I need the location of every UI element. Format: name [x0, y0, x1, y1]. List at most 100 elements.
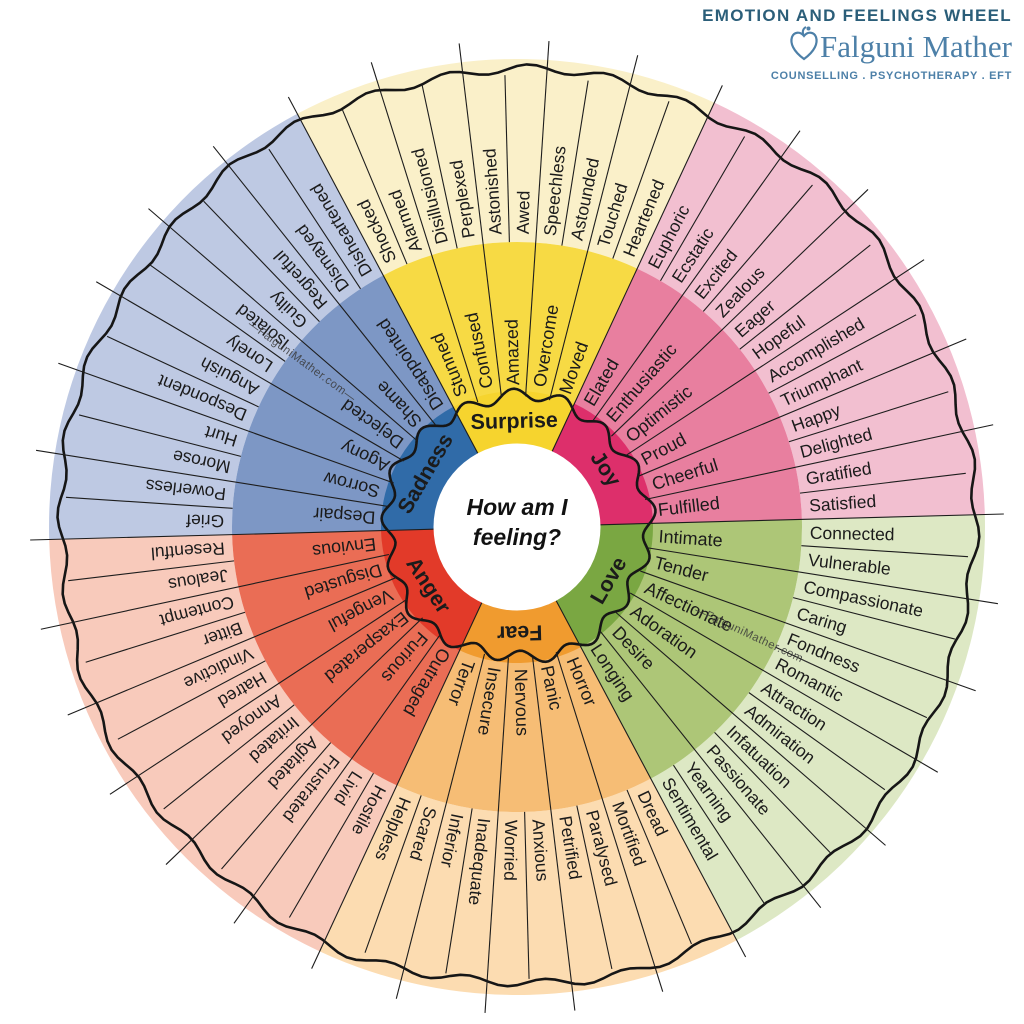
sector-surprise-outer — [297, 59, 715, 276]
divider-line — [714, 732, 831, 854]
sector-sadness-outer — [48, 113, 384, 540]
page-title: EMOTION AND FEELINGS WHEEL — [702, 6, 1012, 25]
divider-line — [364, 795, 422, 953]
divider-line — [233, 633, 442, 924]
divider-line — [629, 592, 939, 773]
divider-line — [40, 553, 390, 630]
divider-line — [163, 704, 295, 810]
divider-line — [637, 338, 967, 477]
divider-line — [212, 145, 436, 425]
divider-line — [484, 657, 509, 1013]
divider-line — [203, 200, 320, 322]
sector-fear-core — [459, 598, 581, 663]
sector-sadness-core — [381, 406, 479, 531]
divider-line — [555, 651, 664, 992]
divider-line — [612, 101, 670, 259]
divider-line — [551, 85, 723, 452]
brand-logo-heart-icon — [789, 24, 819, 69]
sector-joy-outer — [637, 102, 985, 520]
divider-line — [548, 55, 639, 401]
label-feeling-intimate: Intimate — [658, 526, 723, 550]
label-subfeeling-worried: Worried — [500, 820, 521, 881]
divider-line — [532, 657, 576, 1011]
divider-line — [165, 617, 423, 865]
divider-line — [78, 414, 242, 457]
label-subfeeling-grief: Grief — [186, 511, 224, 532]
outer-rim-wavy-line — [56, 63, 981, 988]
label-subfeeling-satisfied: Satisfied — [808, 491, 876, 516]
divider-line — [739, 244, 871, 350]
divider-line — [504, 75, 510, 243]
center-question-line2: feeling? — [473, 524, 561, 550]
divider-line — [748, 692, 886, 791]
divider-line — [268, 148, 362, 290]
divider-line — [311, 602, 483, 969]
core-blob-wavy-line — [380, 387, 657, 664]
divider-line — [85, 611, 246, 663]
divider-line — [35, 449, 388, 507]
divider-line — [672, 764, 766, 906]
divider-line — [768, 314, 917, 394]
divider-line — [67, 577, 397, 716]
divider-line — [600, 513, 1004, 526]
divider-line — [799, 472, 966, 494]
divider-line — [615, 612, 886, 846]
divider-line — [576, 805, 613, 970]
divider-line — [775, 646, 928, 719]
divider-line — [598, 629, 822, 909]
divider-line — [626, 259, 925, 456]
sector-surprise-middle — [383, 241, 638, 423]
label-subfeeling-connected: Connected — [810, 523, 895, 545]
sector-anger-outer — [49, 534, 397, 952]
divider-line — [68, 560, 235, 582]
divider-line — [611, 189, 869, 437]
divider-line — [660, 136, 746, 282]
divider-line — [801, 545, 969, 558]
label-subfeeling-anxious: Anxious — [528, 818, 553, 882]
divider-line — [30, 528, 434, 541]
center-question-line1: How am I — [467, 494, 569, 520]
header: EMOTION AND FEELINGS WHEEL Falguni Mathe… — [702, 6, 1012, 82]
label-emotion-surprise: Surprise — [470, 408, 558, 434]
divider-line — [458, 43, 502, 397]
divider-line — [287, 96, 479, 454]
divider-line — [644, 424, 994, 501]
divider-line — [288, 772, 374, 918]
divider-line — [445, 808, 473, 974]
label-feeling-nervous: Nervous — [511, 669, 533, 737]
divider-line — [58, 362, 394, 484]
divider-line — [148, 208, 419, 442]
divider-line — [524, 811, 530, 979]
divider-line — [395, 653, 486, 999]
divider-line — [592, 130, 801, 421]
divider-line — [117, 660, 266, 740]
divider-line — [626, 789, 692, 945]
sector-love-outer — [650, 514, 985, 941]
divider-line — [561, 80, 589, 246]
divider-line — [421, 84, 458, 249]
sector-anger-core — [381, 529, 483, 651]
divider-line — [95, 281, 405, 462]
divider-line — [109, 598, 408, 795]
label-emotion-fear: Fear — [496, 620, 543, 645]
divider-line — [788, 391, 949, 443]
brand-row: Falguni Mather — [789, 24, 1012, 69]
label-feeling-amazed: Amazed — [501, 319, 523, 386]
divider-line — [640, 570, 976, 692]
sector-joy-core — [551, 403, 653, 525]
divider-line — [342, 109, 408, 265]
sector-fear-middle — [396, 631, 651, 812]
divider-line — [555, 600, 747, 958]
divider-line — [792, 597, 956, 640]
center-circle — [433, 443, 601, 611]
brand-tagline: COUNSELLING . PSYCHOTHERAPY . EFT — [770, 70, 1012, 82]
divider-line — [65, 496, 233, 509]
label-feeling-despair: Despair — [313, 504, 376, 528]
divider-line — [221, 742, 332, 870]
sector-love-core — [555, 523, 653, 648]
label-subfeeling-awed: Awed — [513, 190, 534, 234]
divider-line — [106, 335, 259, 408]
brand-name: Falguni Mather — [820, 29, 1012, 64]
divider-line — [702, 184, 813, 312]
